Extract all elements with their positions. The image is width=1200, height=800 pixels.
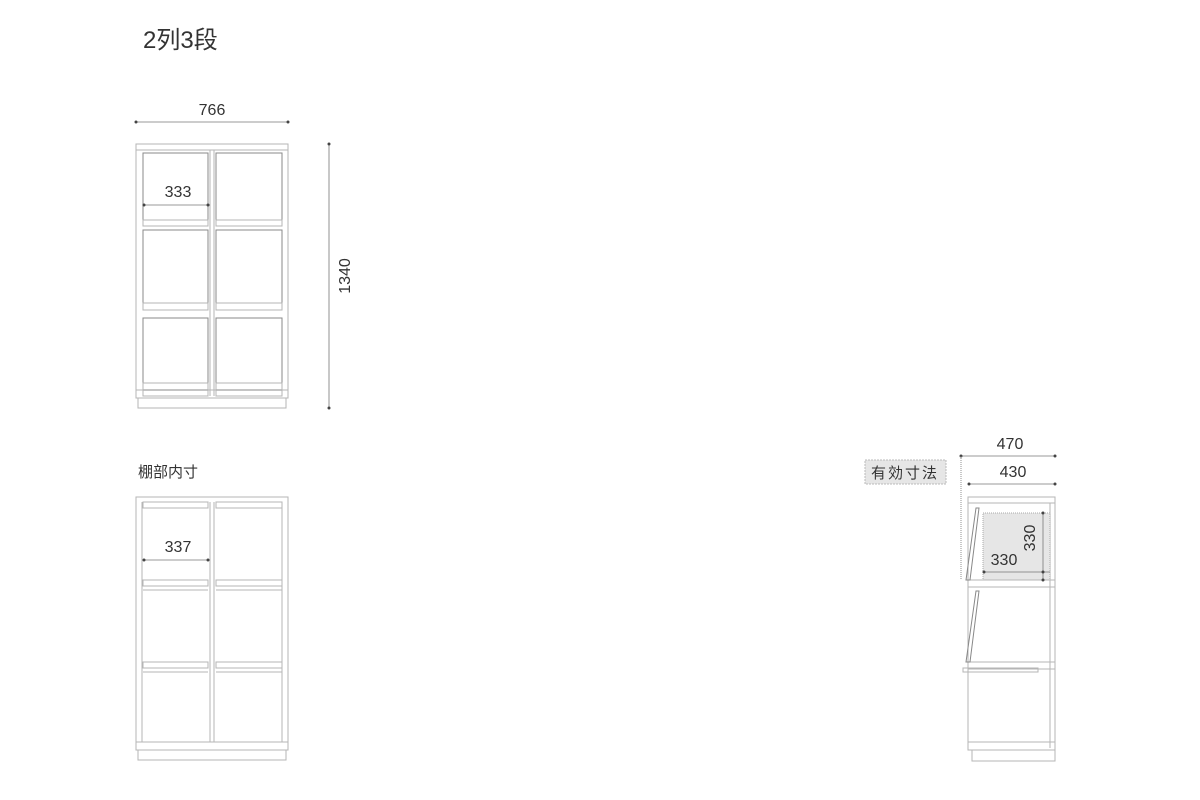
side-elevation: 有効寸法 470 430 330 330	[864, 436, 1057, 762]
effective-dimensions-badge	[864, 459, 947, 485]
page-title: 2列3段	[143, 27, 218, 54]
shelf-inner-heading: 棚部内寸	[138, 464, 198, 481]
effective-dimensions-label: 有効寸法	[871, 465, 939, 482]
pullout-shelf	[962, 667, 1039, 673]
door-middle	[965, 590, 980, 663]
effective-area	[982, 512, 1051, 581]
width-dimension: 766	[199, 102, 226, 119]
compartments	[142, 150, 283, 397]
front-elevation: 766 1340 333	[134, 102, 354, 410]
shelf-inner-elevation: 337	[135, 496, 289, 761]
effective-depth-dimension: 330	[991, 552, 1018, 569]
shelf-inner-width-dimension: 337	[165, 539, 192, 556]
inner-width-dimension: 333	[165, 184, 192, 201]
door-upper	[965, 507, 980, 581]
effective-height-dimension: 330	[1022, 525, 1039, 552]
height-dimension: 1340	[337, 258, 354, 294]
outer-depth-dimension: 470	[997, 436, 1024, 453]
inner-depth-dimension: 430	[1000, 464, 1027, 481]
